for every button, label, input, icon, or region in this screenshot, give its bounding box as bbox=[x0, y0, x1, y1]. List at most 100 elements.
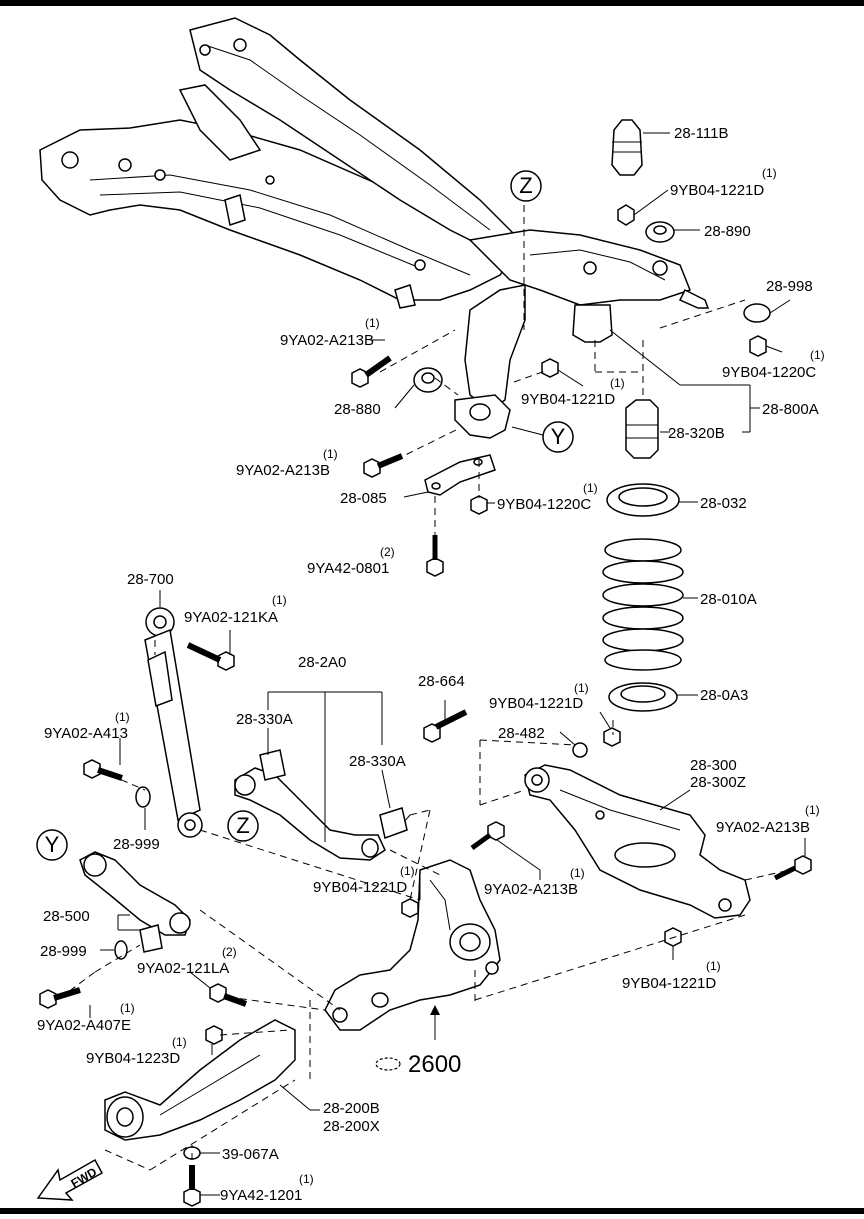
bolt-9YA02-A213B-d bbox=[470, 821, 505, 851]
label-9YB04-1223D: 9YB04-1223D bbox=[86, 1050, 180, 1067]
qty-9YB04-1221D-a: (1) bbox=[762, 166, 777, 180]
label-9YA42-0801: 9YA42-0801 bbox=[307, 560, 389, 577]
washer-28-998 bbox=[743, 303, 771, 323]
nut-9YB04-1221D-e bbox=[401, 898, 419, 918]
label-9YB04-1221D-a: 9YB04-1221D bbox=[670, 182, 764, 199]
qty-9YA42-0801: (2) bbox=[380, 545, 395, 559]
label-9YA02-A213B-b: 9YA02-A213B bbox=[236, 462, 330, 479]
svg-text:Z: Z bbox=[519, 173, 532, 198]
fwd-arrow-icon: FWD bbox=[36, 1158, 104, 1201]
bolt-9YA02-A413 bbox=[83, 759, 123, 781]
label-28-032: 28-032 bbox=[700, 495, 747, 512]
bracket-28-085 bbox=[424, 454, 496, 496]
knuckle-2600 bbox=[324, 859, 501, 1031]
label-28-085: 28-085 bbox=[340, 490, 387, 507]
bushing-28-500 bbox=[139, 924, 163, 953]
label-28-664: 28-664 bbox=[418, 673, 465, 690]
qty-9YB04-1220C-b: (1) bbox=[583, 481, 598, 495]
bolt-28-664 bbox=[423, 709, 468, 743]
shock-absorber-28-700 bbox=[144, 607, 203, 838]
marker-y-left: Y bbox=[36, 829, 68, 861]
nut-9YB04-1221D-d bbox=[664, 927, 682, 947]
bump-stop-28-320B bbox=[625, 399, 659, 459]
label-39-067A: 39-067A bbox=[222, 1146, 279, 1163]
washer-28-999-b bbox=[114, 940, 128, 960]
spring-seat-28-032 bbox=[606, 483, 680, 517]
qty-9YB04-1220C-a: (1) bbox=[810, 348, 825, 362]
label-9YA02-A413: 9YA02-A413 bbox=[44, 725, 128, 742]
knuckle-arrow bbox=[375, 1005, 440, 1071]
label-28-999-b: 28-999 bbox=[40, 943, 87, 960]
bolt-9YA02-A213B-c bbox=[773, 855, 812, 881]
label-9YA42-1201: 9YA42-1201 bbox=[220, 1187, 302, 1204]
label-9YA02-A213B-a: 9YA02-A213B bbox=[280, 332, 374, 349]
bushing-28-330A-a bbox=[259, 749, 286, 781]
bolt-9YA42-0801 bbox=[426, 535, 444, 577]
qty-9YA02-A213B-a: (1) bbox=[365, 316, 380, 330]
qty-9YA42-1201: (1) bbox=[299, 1172, 314, 1186]
part-labels: 28-111B (1) 9YB04-1221D 28-890 28-998 (1… bbox=[37, 125, 825, 1204]
label-9YB04-1220C-b: 9YB04-1220C bbox=[497, 496, 591, 513]
upper-arm-28-2A0 bbox=[234, 767, 386, 861]
seat-28-890 bbox=[645, 221, 675, 243]
bolt-9YA02-A213B-a bbox=[351, 355, 392, 388]
label-9YA02-121LA: 9YA02-121LA bbox=[137, 960, 229, 977]
label-28-800A: 28-800A bbox=[762, 401, 819, 418]
arm-28-200B bbox=[104, 1019, 296, 1141]
bolt-9YA42-1201 bbox=[183, 1165, 201, 1207]
qty-9YA02-A213B-d: (1) bbox=[570, 866, 585, 880]
label-28-500: 28-500 bbox=[43, 908, 90, 925]
label-2600: 2600 bbox=[408, 1051, 461, 1078]
label-9YB04-1220C-a: 9YB04-1220C bbox=[722, 364, 816, 381]
nut-9YB04-1220C-a bbox=[749, 335, 767, 357]
leader-lines bbox=[89, 132, 806, 1196]
label-28-200X: 28-200X bbox=[323, 1118, 380, 1135]
qty-9YB04-1221D-c: (1) bbox=[574, 681, 589, 695]
qty-9YA02-121LA: (2) bbox=[222, 945, 237, 959]
label-9YA02-121KA: 9YA02-121KA bbox=[184, 609, 278, 626]
qty-9YB04-1221D-e: (1) bbox=[706, 959, 721, 973]
label-9YA02-A407E: 9YA02-A407E bbox=[37, 1017, 131, 1034]
stopper-28-482 bbox=[572, 742, 588, 758]
top-border bbox=[0, 0, 864, 6]
marker-z-top: Z bbox=[510, 170, 542, 202]
marker-z-left: Z bbox=[227, 810, 259, 842]
qty-9YA02-A413: (1) bbox=[115, 710, 130, 724]
qty-9YA02-A213B-c: (1) bbox=[805, 803, 820, 817]
label-28-880: 28-880 bbox=[334, 401, 381, 418]
qty-9YB04-1221D-d: (1) bbox=[400, 864, 415, 878]
qty-9YB04-1221D-b: (1) bbox=[610, 376, 625, 390]
label-28-890: 28-890 bbox=[704, 223, 751, 240]
qty-9YB04-1223D: (1) bbox=[172, 1035, 187, 1049]
bottom-border bbox=[0, 1208, 864, 1214]
label-9YB04-1221D-e: 9YB04-1221D bbox=[622, 975, 716, 992]
bolt-9YA02-A213B-b bbox=[363, 453, 404, 478]
label-28-330A-b: 28-330A bbox=[349, 753, 406, 770]
bolt-9YA02-121LA bbox=[209, 983, 248, 1007]
lower-arm-28-300 bbox=[524, 764, 751, 919]
nut-9YB04-1221D-b bbox=[541, 358, 559, 378]
assembly-lines bbox=[59, 205, 791, 1171]
label-28-330A-a: 28-330A bbox=[236, 711, 293, 728]
qty-9YA02-121KA: (1) bbox=[272, 593, 287, 607]
washer-28-999-a bbox=[135, 786, 151, 808]
spring-seat-28-0A3 bbox=[608, 682, 678, 712]
label-28-200B: 28-200B bbox=[323, 1100, 380, 1117]
crossmember bbox=[39, 17, 710, 439]
link-28-500 bbox=[79, 851, 191, 936]
label-28-999-a: 28-999 bbox=[113, 836, 160, 853]
label-9YB04-1221D-c: 9YB04-1221D bbox=[489, 695, 583, 712]
qty-9YA02-A407E: (1) bbox=[120, 1001, 135, 1015]
label-28-300Z: 28-300Z bbox=[690, 774, 746, 791]
label-28-482: 28-482 bbox=[498, 725, 545, 742]
seat-28-880 bbox=[413, 367, 443, 393]
coil-spring-28-010A bbox=[602, 538, 684, 671]
svg-text:Z: Z bbox=[236, 813, 249, 838]
bushing-28-330A-b bbox=[379, 807, 408, 839]
nut-9YB04-1220C-b bbox=[470, 495, 488, 515]
svg-text:Y: Y bbox=[551, 424, 566, 449]
label-28-320B: 28-320B bbox=[668, 425, 725, 442]
label-28-0A3: 28-0A3 bbox=[700, 687, 748, 704]
